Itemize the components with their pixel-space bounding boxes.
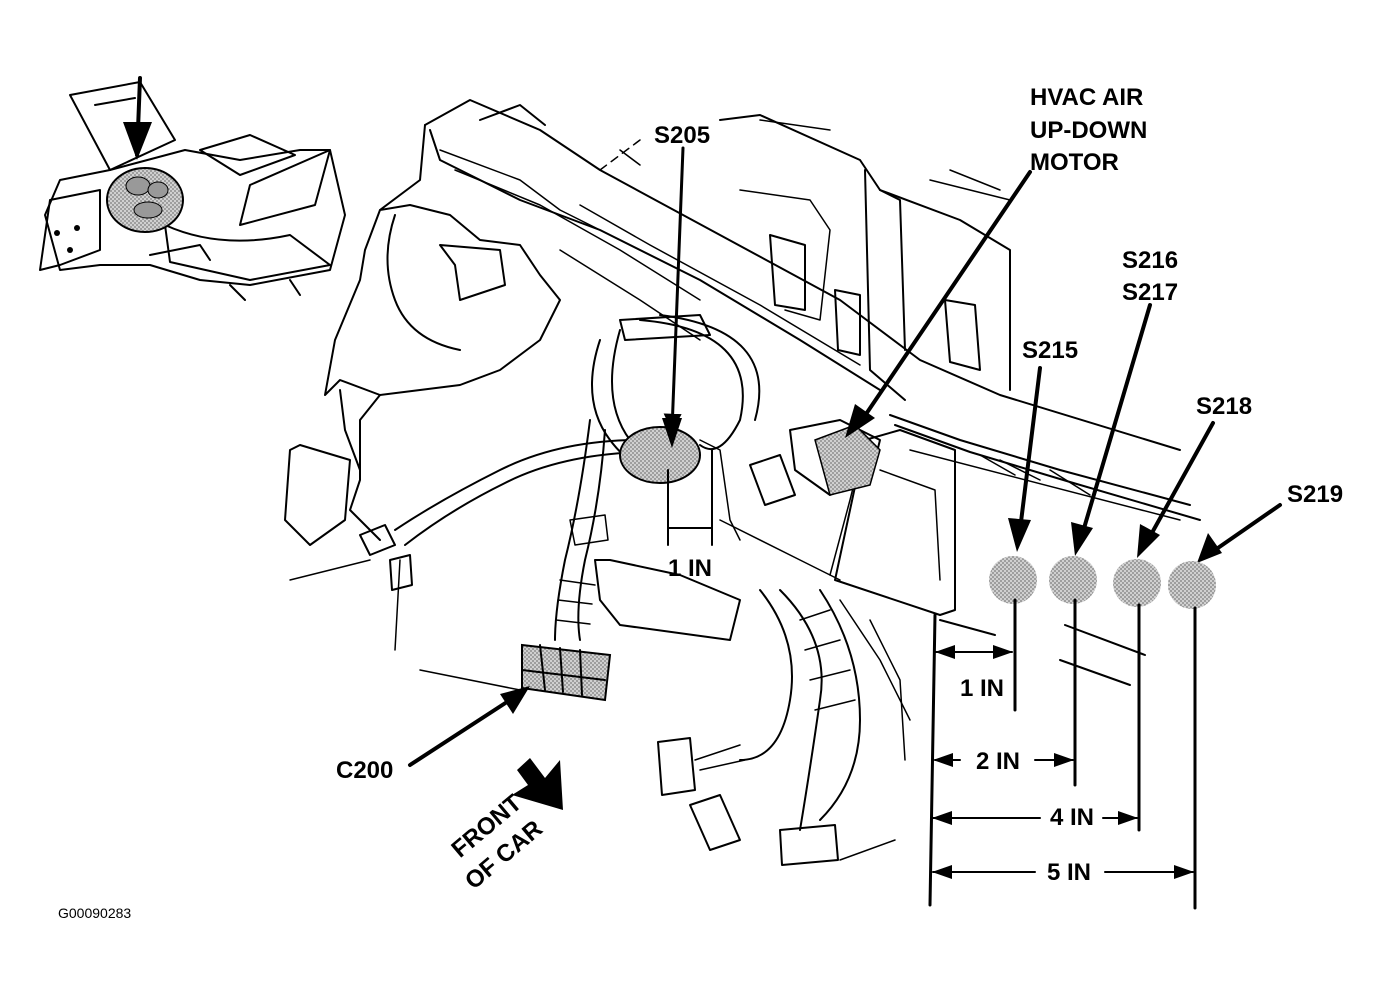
front-of-car-indicator: FRONT OF CAR <box>446 789 547 895</box>
leader-arrows <box>408 170 1282 767</box>
s217-label: S217 <box>1122 279 1178 306</box>
splice-s205-group: 1 IN <box>619 146 713 582</box>
instrument-panel-drawing <box>284 99 1201 866</box>
s218-label: S218 <box>1196 393 1252 420</box>
s205-label: S205 <box>654 122 710 149</box>
s219-label: S219 <box>1287 481 1343 508</box>
dimension-4in-label: 4 IN <box>1050 804 1094 831</box>
splice-s215-marker <box>989 556 1037 604</box>
splice-s205-marker <box>619 426 701 484</box>
s205-dimension-label: 1 IN <box>668 555 712 582</box>
c200-connector <box>521 643 612 702</box>
hvac-motor-label-line1: HVAC AIR <box>1030 84 1143 111</box>
dimension-lines: 1 IN 2 IN 4 IN 5 IN <box>928 598 1197 910</box>
splice-markers <box>989 556 1216 609</box>
splice-s218-marker <box>1113 559 1161 607</box>
car-location-inset <box>39 76 346 301</box>
figure-id: G00090283 <box>58 905 131 921</box>
dimension-1in-label: 1 IN <box>960 675 1004 702</box>
s215-label: S215 <box>1022 337 1078 364</box>
splice-s216-s217-marker <box>1049 556 1097 604</box>
splice-s219-marker <box>1168 561 1216 609</box>
dimension-5in-label: 5 IN <box>1047 859 1091 886</box>
dimension-2in-label: 2 IN <box>976 748 1020 775</box>
hvac-motor-label-line2: UP-DOWN <box>1030 117 1147 144</box>
c200-label: C200 <box>336 757 393 784</box>
front-of-car-arrow <box>512 758 563 810</box>
s216-label: S216 <box>1122 247 1178 274</box>
hvac-motor-label-line3: MOTOR <box>1030 149 1119 176</box>
